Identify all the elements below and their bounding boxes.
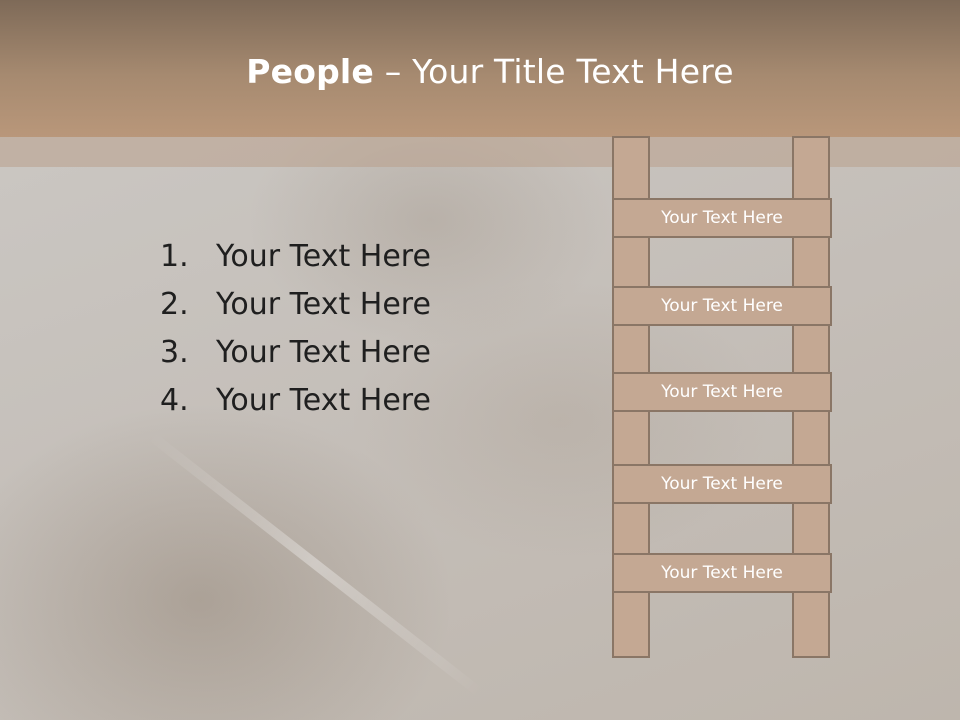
list-item-text: Your Text Here <box>216 286 431 322</box>
ladder-rung-2: Your Text Here <box>612 286 832 326</box>
ladder-rung-4: Your Text Here <box>612 464 832 504</box>
ladder-rung-5: Your Text Here <box>612 553 832 593</box>
list-item: 1. Your Text Here <box>160 232 431 280</box>
ladder-rung-3: Your Text Here <box>612 372 832 412</box>
list-item-number: 1. <box>160 238 189 274</box>
list-item-number: 4. <box>160 382 189 418</box>
list-item-text: Your Text Here <box>216 238 431 274</box>
slide-title: People – Your Title Text Here <box>0 52 960 91</box>
list-item-text: Your Text Here <box>216 382 431 418</box>
numbered-list: 1. Your Text Here 2. Your Text Here 3. Y… <box>160 232 431 424</box>
list-item-text: Your Text Here <box>216 334 431 370</box>
list-item-number: 3. <box>160 334 189 370</box>
ladder-rung-1: Your Text Here <box>612 198 832 238</box>
list-item: 2. Your Text Here <box>160 280 431 328</box>
title-bar <box>0 0 960 137</box>
title-rest: – Your Title Text Here <box>374 52 734 91</box>
list-item: 3. Your Text Here <box>160 328 431 376</box>
title-bold: People <box>246 52 375 91</box>
list-item-number: 2. <box>160 286 189 322</box>
list-item: 4. Your Text Here <box>160 376 431 424</box>
